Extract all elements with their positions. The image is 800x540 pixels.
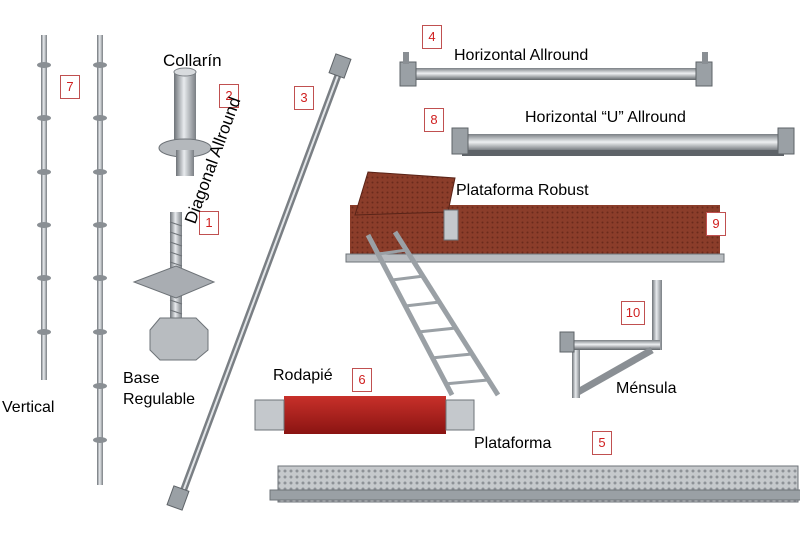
badge-6: 6 bbox=[352, 368, 372, 392]
badge-4: 4 bbox=[422, 25, 442, 49]
label-base-regulable-line1: Base bbox=[123, 370, 160, 387]
label-base-regulable-line2: Regulable bbox=[123, 391, 196, 408]
steel-platform-part bbox=[269, 465, 800, 503]
badge-3: 3 bbox=[294, 86, 314, 110]
label-horizontal-allround: Horizontal Allround bbox=[454, 47, 589, 64]
badge-5: 5 bbox=[592, 431, 612, 455]
horizontal-u-ledger-part bbox=[451, 127, 795, 156]
toe-board-part bbox=[254, 396, 475, 434]
vertical-standard-left bbox=[37, 35, 51, 380]
badge-10: 10 bbox=[621, 301, 645, 325]
label-vertical: Vertical bbox=[2, 399, 55, 416]
vertical-standard-right bbox=[93, 35, 107, 485]
label-mensula: Ménsula bbox=[616, 380, 677, 397]
collar-part bbox=[158, 67, 212, 176]
badge-7: 7 bbox=[60, 75, 80, 99]
diagonal-brace-part bbox=[166, 53, 352, 511]
label-plataforma: Plataforma bbox=[474, 435, 552, 452]
label-horizontal-u-allround: Horizontal “U” Allround bbox=[525, 109, 686, 126]
badge-2: 2 bbox=[219, 84, 239, 108]
label-plataforma-robust: Plataforma Robust bbox=[456, 182, 589, 199]
badge-1: 1 bbox=[199, 211, 219, 235]
ladder-part bbox=[365, 230, 501, 397]
badge-8: 8 bbox=[424, 108, 444, 132]
label-collarin: Collarín bbox=[163, 51, 222, 70]
label-rodapie: Rodapié bbox=[273, 367, 333, 384]
bracket-part bbox=[559, 280, 662, 398]
horizontal-ledger-part bbox=[399, 52, 713, 87]
adjustable-base-part bbox=[132, 212, 216, 361]
badge-9: 9 bbox=[706, 212, 726, 236]
robust-platform-part bbox=[345, 171, 725, 263]
